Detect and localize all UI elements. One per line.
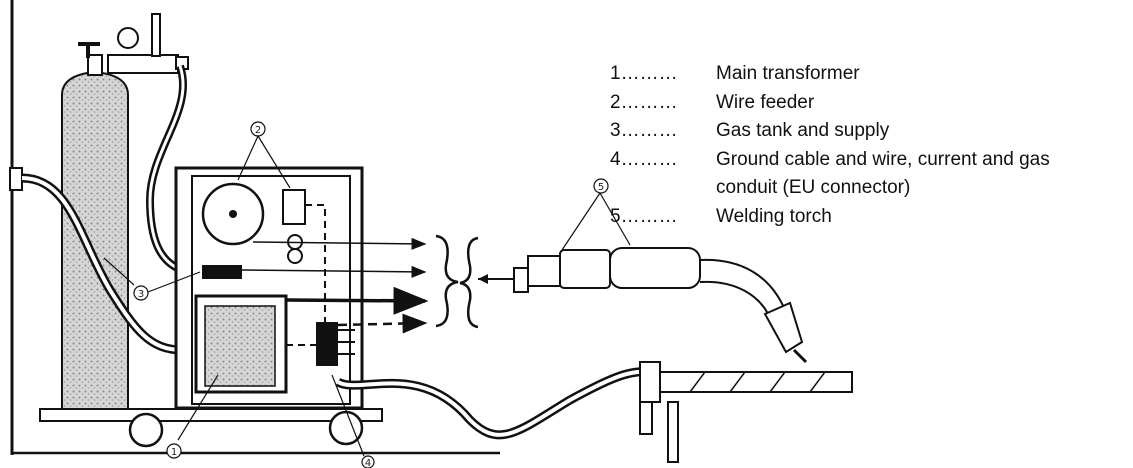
legend-item-1: 1……… Main transformer (610, 60, 1130, 89)
legend-item-3: 3……… Gas tank and supply (610, 117, 1130, 146)
legend-item-4-continuation: conduit (EU connector) (716, 177, 911, 198)
legend-number: 1……… (610, 63, 678, 84)
legend-item-4: 4……… Ground cable and wire, current and … (610, 146, 1130, 175)
ground-cable-to-wall (21, 173, 183, 355)
main-transformer (194, 294, 355, 394)
marker-4-label: 4 (365, 458, 371, 468)
marker-1-label: 1 (171, 447, 177, 458)
callout-4: 4 (331, 374, 375, 468)
component-legend: 1……… Main transformer 2……… Wire feeder 3… (610, 60, 1130, 231)
legend-label: Ground cable and wire, current and gas (716, 148, 1050, 170)
marker-2-label: 2 (255, 125, 261, 136)
marker-5-label: 5 (598, 182, 604, 193)
gas-cylinder (61, 54, 129, 414)
marker-3-label: 3 (138, 289, 144, 300)
callout-1: 1 (166, 374, 219, 459)
wire-feeder (201, 182, 326, 330)
gas-hose (145, 64, 188, 274)
callout-3: 3 (103, 257, 201, 301)
legend-number: 3……… (610, 120, 678, 141)
ground-cable (335, 367, 649, 440)
output-arrows (241, 237, 429, 334)
legend-number: 4……… (610, 148, 678, 170)
gas-regulator (78, 13, 189, 74)
legend-number: 2……… (610, 91, 678, 113)
legend-label: Main transformer (716, 63, 860, 84)
callout-2: 2 (237, 121, 291, 189)
gas-valve (202, 265, 242, 279)
workpiece-with-clamp (639, 361, 853, 463)
legend-label: Gas tank and supply (716, 120, 890, 141)
legend-number: 5……… (610, 205, 678, 227)
welding-torch (478, 247, 808, 364)
legend-label: Welding torch (716, 205, 832, 227)
wall-and-floor (9, 0, 500, 455)
legend-item-2: 2……… Wire feeder (610, 89, 1130, 118)
legend-item-5: 5……… Welding torch (610, 203, 1130, 232)
connector-braces (435, 234, 479, 329)
legend-label: Wire feeder (716, 91, 815, 113)
callout-5: 5 (561, 178, 631, 251)
